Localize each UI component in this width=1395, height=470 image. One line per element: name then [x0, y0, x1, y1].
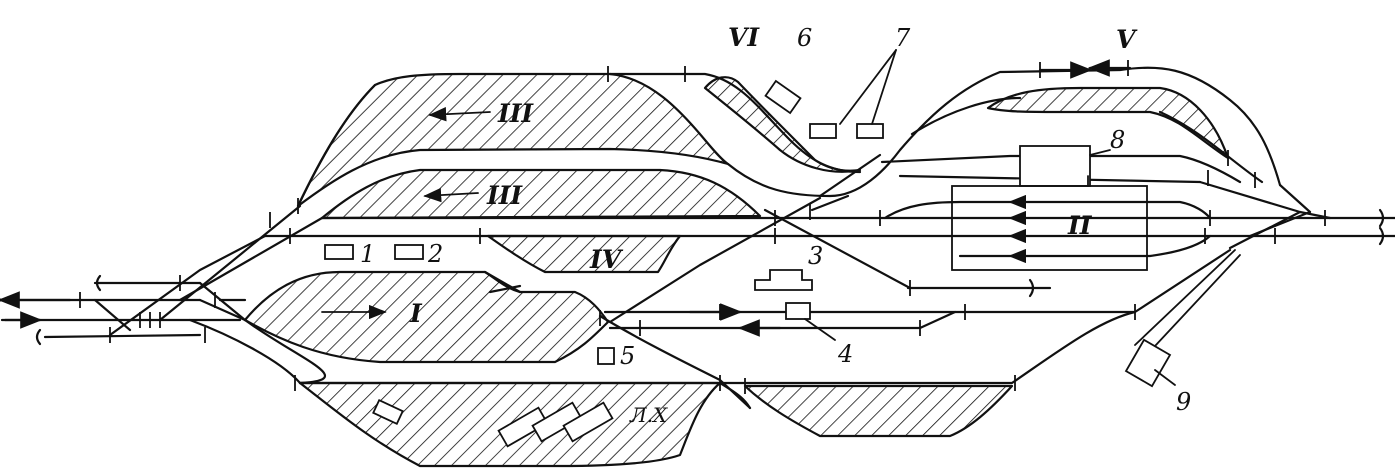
label-park-VI: VI [728, 23, 760, 52]
park-depot-right-area [743, 384, 1014, 438]
label-item-3: 3 [808, 242, 823, 270]
label-item-9: 9 [1176, 388, 1191, 416]
main-tracks [0, 59, 1395, 410]
depot-building-a [372, 398, 404, 426]
label-park-I: I [409, 299, 423, 328]
label-park-IV: IV [589, 245, 624, 274]
park-I-area [243, 270, 610, 364]
label-item-2: 2 [427, 240, 443, 268]
depot-building-b [497, 406, 549, 448]
label-item-5: 5 [620, 342, 635, 370]
label-item-4: 4 [837, 340, 853, 368]
building-1 [324, 244, 354, 260]
label-depot: Л.Х [629, 403, 668, 427]
label-item-6: 6 [797, 24, 812, 52]
label-item-1: 1 [360, 240, 375, 268]
depot-building-c [531, 401, 583, 443]
depot-building-d [562, 401, 614, 443]
leader-lines [804, 49, 1241, 386]
label-park-III-lower: III [486, 181, 523, 210]
buildings [324, 79, 1172, 448]
track-ticks [79, 60, 1326, 394]
park-direction-arrows [321, 106, 1066, 320]
label-park-V: V [1116, 25, 1138, 54]
building-5 [597, 347, 615, 365]
building-6 [764, 79, 802, 115]
building-3 [754, 269, 813, 291]
building-8 [1019, 145, 1091, 187]
building-7b [856, 123, 884, 139]
park-II-frame [951, 185, 1148, 271]
park-IV-area [486, 234, 682, 274]
building-7a [809, 123, 837, 139]
building-4 [785, 302, 811, 320]
building-9 [1124, 338, 1172, 388]
label-item-8: 8 [1110, 126, 1125, 154]
label-item-7: 7 [895, 24, 911, 52]
label-park-II: II [1067, 211, 1093, 240]
park-III-lower-area [320, 168, 762, 220]
label-park-III-upper: III [497, 99, 534, 128]
building-2 [394, 244, 424, 260]
